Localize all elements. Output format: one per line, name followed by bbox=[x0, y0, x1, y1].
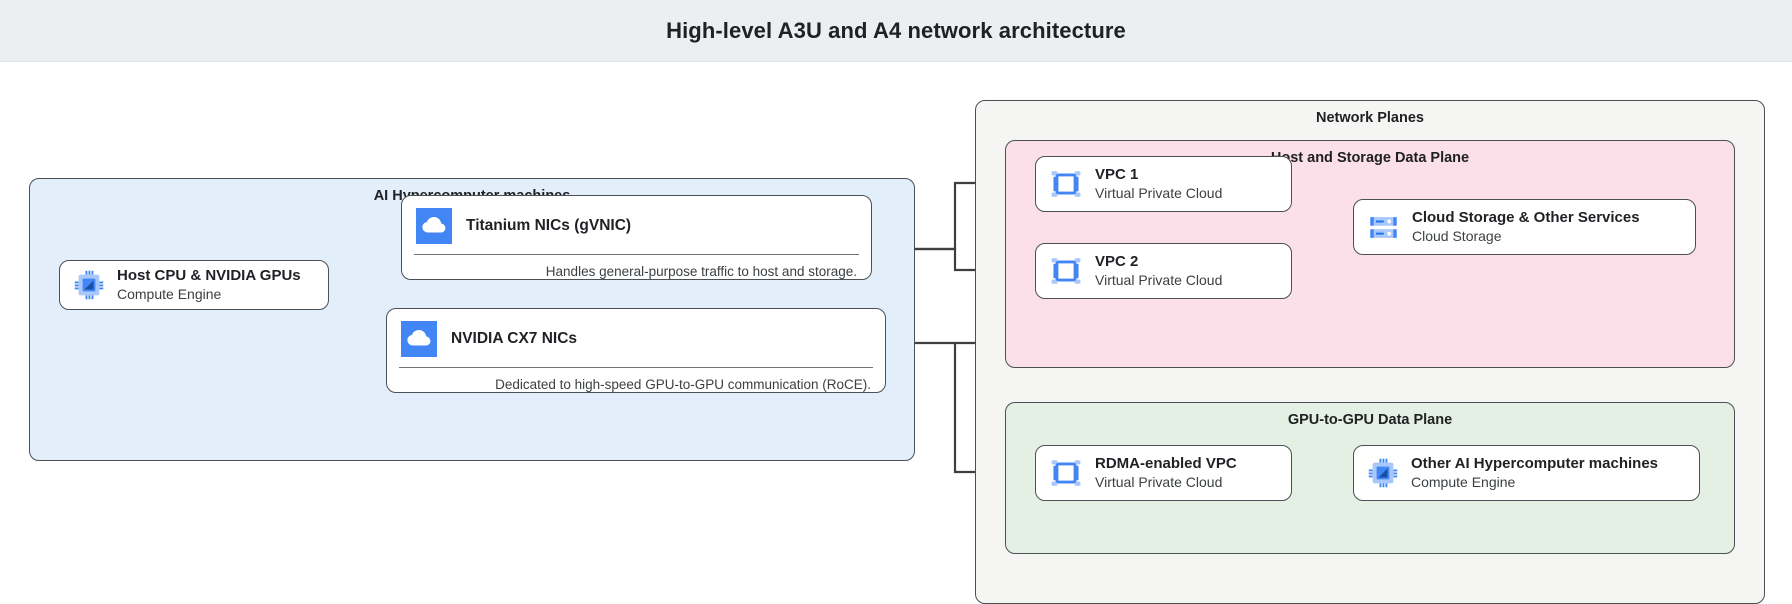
group-title-host-plane: Host and Storage Data Plane bbox=[1270, 150, 1470, 166]
node-subtitle: Virtual Private Cloud bbox=[1095, 473, 1223, 490]
card-titanium-nics[interactable]: Titanium NICs (gVNIC) Handles general-pu… bbox=[401, 195, 872, 280]
node-title: VPC 2 bbox=[1095, 252, 1139, 270]
card-header: Titanium NICs (gVNIC) bbox=[402, 196, 871, 254]
card-note: Dedicated to high-speed GPU-to-GPU commu… bbox=[495, 377, 871, 392]
card-header: NVIDIA CX7 NICs bbox=[387, 309, 885, 367]
group-title-network-planes: Network Planes bbox=[1316, 110, 1424, 126]
group-title-gpu-plane: GPU-to-GPU Data Plane bbox=[1287, 412, 1453, 428]
page-title: High-level A3U and A4 network architectu… bbox=[666, 17, 1126, 43]
node-other-ai-hypercomputer-machines[interactable]: Other AI Hypercomputer machines Compute … bbox=[1353, 445, 1700, 501]
cpu-chip-icon bbox=[74, 270, 104, 300]
node-title: RDMA-enabled VPC bbox=[1095, 454, 1237, 472]
vpc-icon bbox=[1051, 258, 1081, 284]
card-title: NVIDIA CX7 NICs bbox=[451, 330, 578, 347]
cloud-icon bbox=[401, 321, 437, 357]
node-host-cpu-nvidia-gpus[interactable]: Host CPU & NVIDIA GPUs Compute Engine bbox=[59, 260, 329, 310]
card-divider bbox=[399, 367, 873, 368]
node-title: VPC 1 bbox=[1095, 165, 1139, 183]
page-header: High-level A3U and A4 network architectu… bbox=[0, 0, 1792, 62]
node-subtitle: Virtual Private Cloud bbox=[1095, 271, 1223, 288]
node-rdma-enabled-vpc[interactable]: RDMA-enabled VPC Virtual Private Cloud bbox=[1035, 445, 1292, 501]
node-vpc-2[interactable]: VPC 2 Virtual Private Cloud bbox=[1035, 243, 1292, 299]
card-divider bbox=[414, 254, 859, 255]
node-title: Cloud Storage & Other Services bbox=[1412, 208, 1640, 226]
node-subtitle: Cloud Storage bbox=[1412, 227, 1502, 244]
node-subtitle: Compute Engine bbox=[117, 285, 222, 302]
cloud-storage-icon bbox=[1370, 216, 1397, 238]
vpc-icon bbox=[1051, 171, 1081, 197]
vpc-icon bbox=[1051, 460, 1081, 486]
node-title: Host CPU & NVIDIA GPUs bbox=[117, 266, 301, 284]
node-vpc-1[interactable]: VPC 1 Virtual Private Cloud bbox=[1035, 156, 1292, 212]
card-note: Handles general-purpose traffic to host … bbox=[545, 264, 857, 279]
card-nvidia-cx7-nics[interactable]: NVIDIA CX7 NICs Dedicated to high-speed … bbox=[386, 308, 886, 393]
card-title: Titanium NICs (gVNIC) bbox=[466, 217, 632, 234]
cloud-icon bbox=[416, 208, 452, 244]
node-subtitle: Compute Engine bbox=[1411, 473, 1516, 490]
node-cloud-storage-other-services[interactable]: Cloud Storage & Other Services Cloud Sto… bbox=[1353, 199, 1696, 255]
diagram-canvas: AI Hypercomputer machines Network Planes… bbox=[0, 62, 1792, 604]
cpu-chip-icon bbox=[1368, 458, 1398, 488]
node-subtitle: Virtual Private Cloud bbox=[1095, 184, 1223, 201]
node-title: Other AI Hypercomputer machines bbox=[1411, 454, 1659, 472]
